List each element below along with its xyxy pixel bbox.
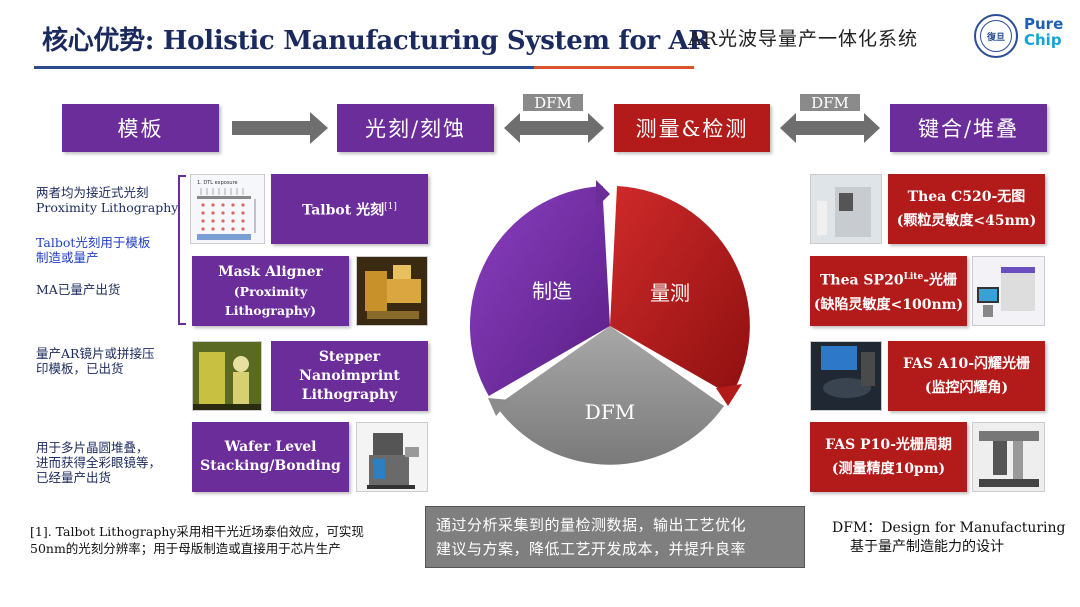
note-wafer-line2: 进而获得全彩眼镜等，: [36, 455, 162, 470]
thea-sp20-illustration: [977, 267, 1035, 317]
cycle-diagram: 制造 量测 DFM: [469, 180, 750, 465]
tile-wafer-level-stacking: Wafer Level Stacking/Bonding: [192, 422, 349, 492]
tile-fas-p10: FAS P10-光栅周期 (测量精度10pm): [810, 422, 967, 492]
bonding-tool-illustration: [367, 433, 419, 489]
footnote-talbot: [1]. Talbot Lithography采用相干光近场泰伯效应，可实现 5…: [30, 523, 364, 557]
university-logo-text: 復旦: [980, 20, 1012, 52]
tile-stepper-line1: Stepper Nanoimprint: [299, 348, 400, 384]
summary-line1: 通过分析采集到的量检测数据，输出工艺优化: [436, 516, 747, 534]
tile-mask-aligner: Mask Aligner (Proximity Lithography): [192, 256, 349, 326]
footnote-ref: [1]: [384, 201, 397, 212]
tile-mask-aligner-line2: (Proximity Lithography): [224, 283, 317, 318]
cycle-segment-manufacturing: 制造: [469, 180, 610, 396]
tile-wafer-line1: Wafer Level: [224, 439, 317, 455]
process-step-template: 模板: [62, 104, 219, 152]
summary-box: 通过分析采集到的量检测数据，输出工艺优化 建议与方案，降低工艺开发成本，并提升良…: [425, 506, 805, 568]
title-underline-red: [534, 66, 694, 69]
page-title: 核心优势: Holistic Manufacturing System for …: [42, 26, 710, 56]
stepper-illustration: [193, 342, 261, 410]
fas-p10-photo: [972, 422, 1045, 492]
mask-aligner-photo: [356, 256, 428, 326]
talbot-diagram-label: 1. DTL exposure: [197, 180, 238, 186]
tile-thea-c520-line2: (颗粒灵敏度<45nm): [896, 213, 1037, 229]
summary-line2: 建议与方案，降低工艺开发成本，并提升良率: [436, 540, 747, 558]
fudan-university-logo: 復旦: [974, 14, 1018, 58]
process-step-metrology-inspection: 测量&检测: [614, 104, 770, 152]
tile-thea-sp20-line2: (缺陷灵敏度<100nm): [813, 296, 964, 313]
dfm-definition-line1: DFM：Design for Manufacturing: [832, 520, 1066, 536]
tile-thea-sp20-model: Thea SP20: [819, 272, 904, 289]
tile-talbot-label: Talbot 光刻[1]: [302, 198, 397, 221]
note-talbot-usage-line2: 制造或量产: [36, 250, 99, 265]
note-stepper-shipped: 量产AR镜片或拼接压 印模板，已出货: [36, 346, 154, 376]
tile-thea-sp20-type: -光栅: [923, 272, 958, 289]
note-talbot-usage: Talbot光刻用于模板 制造或量产: [36, 235, 150, 265]
note-ma-shipped: MA已量产出货: [36, 282, 121, 297]
tile-stepper-line2: Lithography: [301, 386, 398, 403]
dfm-definition: DFM：Design for Manufacturing 基于量产制造能力的设计: [832, 519, 1066, 557]
purechip-logo: Pure Chip: [1024, 16, 1068, 60]
tile-fas-a10: FAS A10-闪耀光栅 (监控闪耀角): [888, 341, 1045, 411]
page-subtitle: AR光波导量产一体化系统: [688, 28, 919, 50]
stepper-photo: [192, 341, 262, 411]
note-proximity-line1: 两者均为接近式光刻: [36, 185, 149, 200]
tile-talbot-lithography: Talbot 光刻[1]: [271, 174, 428, 244]
cycle-segment-dfm: DFM: [488, 326, 724, 465]
dfm-tag-left: DFM: [523, 94, 583, 112]
talbot-diagram-image: 1. DTL exposure: [190, 174, 265, 244]
fas-a10-illustration: [811, 342, 881, 410]
footnote-line1: [1]. Talbot Lithography采用相干光近场泰伯效应，可实现: [30, 524, 364, 539]
tile-thea-sp20-line1: Thea SP20Lite-光栅: [820, 265, 957, 293]
process-arrows: [232, 112, 880, 144]
note-wafer-line3: 已经量产出货: [36, 470, 112, 485]
note-wafer-line1: 用于多片晶圆堆叠，: [36, 440, 149, 455]
note-stepper-line1: 量产AR镜片或拼接压: [36, 346, 155, 361]
tile-fas-p10-line1: FAS P10-光栅周期: [825, 437, 952, 453]
bonding-tool-photo: [356, 422, 428, 492]
cycle-segment-metrology: 量测: [610, 186, 750, 406]
double-arrow-2: [780, 113, 880, 143]
talbot-diagram-illustration: 1. DTL exposure: [197, 180, 256, 240]
segment-label-metrology: 量测: [650, 281, 690, 305]
note-talbot-usage-line1: Talbot光刻用于模板: [36, 235, 151, 250]
segment-label-manufacturing: 制造: [532, 279, 572, 303]
process-step-lithography-etch: 光刻/刻蚀: [337, 104, 494, 152]
arrow-right-1: [232, 112, 328, 144]
tile-thea-sp20: Thea SP20Lite-光栅 (缺陷灵敏度<100nm): [810, 256, 967, 326]
fas-p10-illustration: [979, 431, 1039, 487]
double-arrow-1: [504, 113, 604, 143]
dfm-tag-right: DFM: [800, 94, 860, 112]
process-step-bonding-stacking: 键合/堆叠: [890, 104, 1047, 152]
dfm-definition-line2: 基于量产制造能力的设计: [850, 539, 1004, 555]
fas-a10-photo: [810, 341, 882, 411]
tile-mask-aligner-line1: Mask Aligner: [218, 263, 323, 280]
tile-thea-c520: Thea C520-无图 (颗粒灵敏度<45nm): [888, 174, 1045, 244]
tile-fas-p10-line2: (测量精度10pm): [831, 461, 946, 477]
thea-sp20-photo: [972, 256, 1045, 326]
note-stepper-line2: 印模板，已出货: [36, 361, 124, 376]
tile-fas-a10-line1: FAS A10-闪耀光栅: [902, 356, 1031, 372]
thea-c520-illustration: [811, 175, 881, 243]
tile-wafer-line2: Stacking/Bonding: [200, 458, 341, 474]
footnote-line2: 50nm的光刻分辨率；用于母版制造或直接用于芯片生产: [30, 541, 341, 556]
proximity-bracket: [178, 175, 186, 325]
note-proximity-line2: Proximity Lithography: [36, 200, 179, 215]
thea-c520-photo: [810, 174, 882, 244]
brand-logo-line1: Pure: [1024, 15, 1064, 33]
tile-stepper-nanoimprint: Stepper Nanoimprint Lithography: [271, 341, 428, 411]
brand-logo-line2: Chip: [1024, 31, 1062, 49]
note-wafer-stacking: 用于多片晶圆堆叠， 进而获得全彩眼镜等， 已经量产出货: [36, 440, 161, 485]
note-proximity: 两者均为接近式光刻 Proximity Lithography: [36, 185, 178, 215]
tile-fas-a10-line2: (监控闪耀角): [924, 380, 1009, 396]
mask-aligner-illustration: [357, 257, 427, 325]
tile-thea-sp20-sup: Lite: [903, 272, 924, 283]
tile-thea-c520-line1: Thea C520-无图: [907, 189, 1026, 205]
title-underline-blue: [34, 66, 534, 69]
tile-talbot-text: Talbot 光刻: [302, 202, 385, 219]
segment-label-dfm: DFM: [585, 400, 635, 424]
